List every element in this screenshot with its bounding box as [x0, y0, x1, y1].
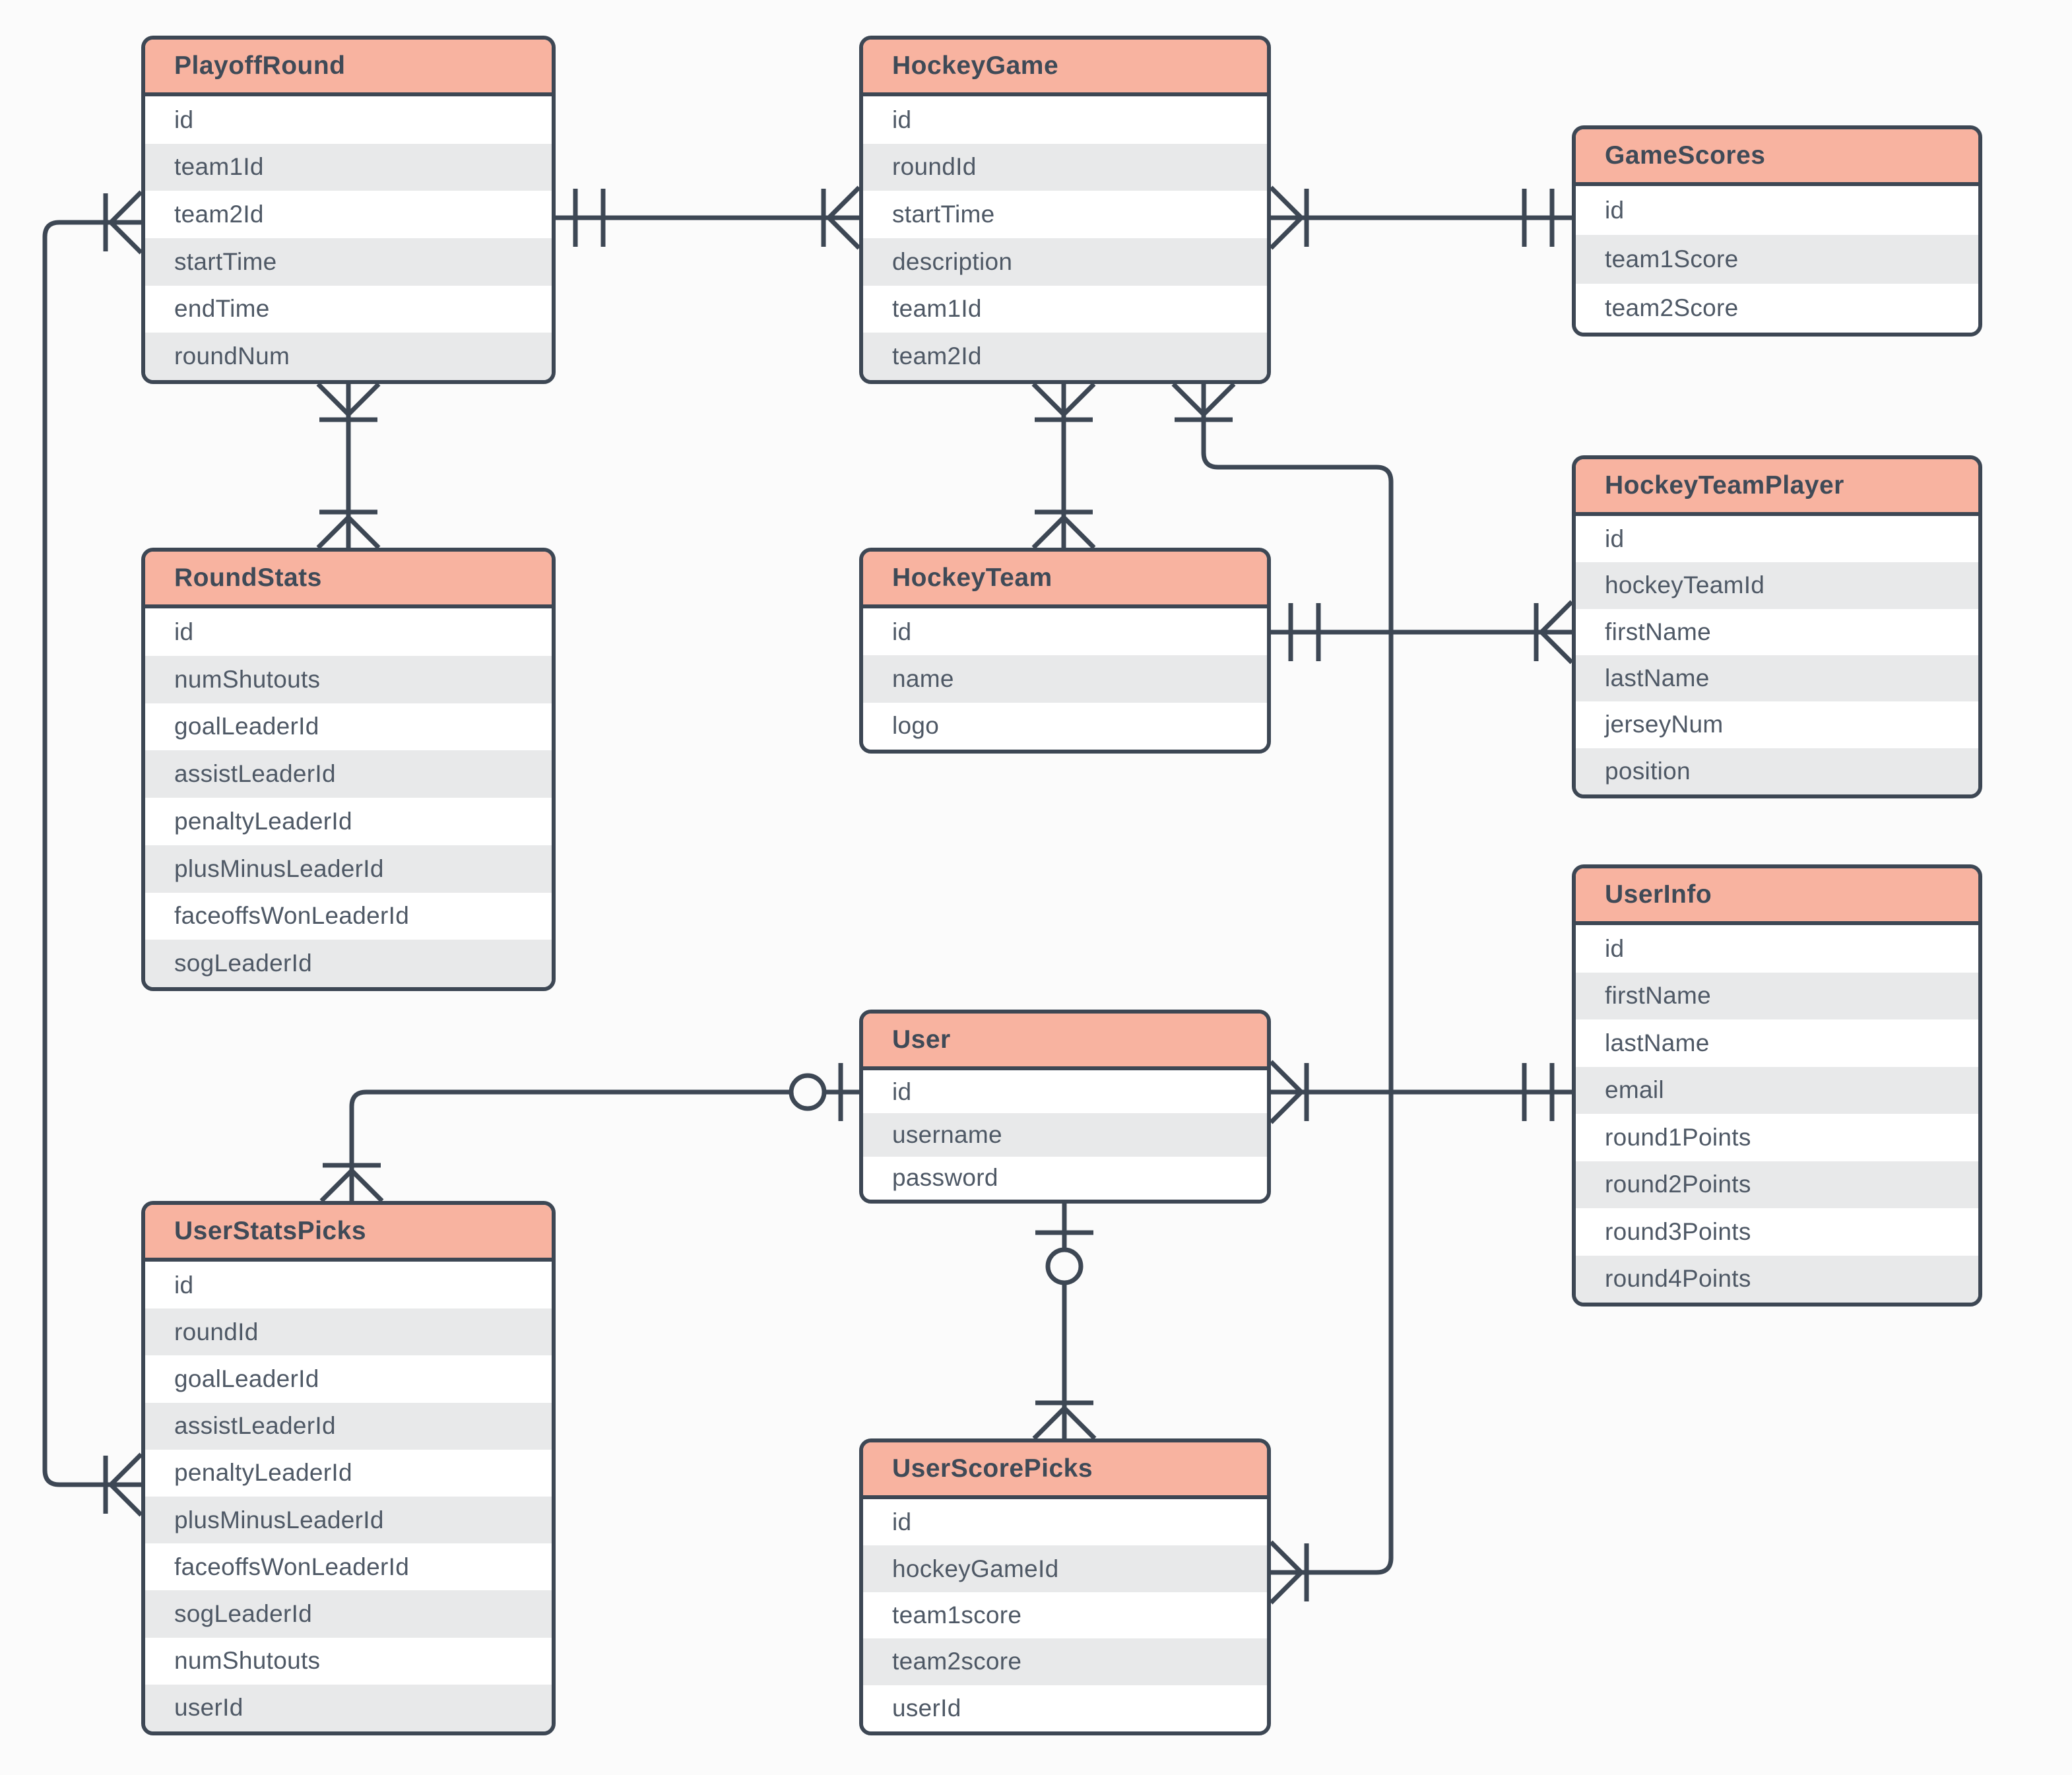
connector-HockeyGame-GameScores	[1269, 185, 1572, 250]
connector-User-UserInfo	[1269, 1060, 1572, 1124]
field-UserScorePicks-team1score: team1score	[863, 1592, 1267, 1639]
field-HockeyTeam-logo: logo	[863, 702, 1267, 750]
field-RoundStats-faceoffsWonLeaderId: faceoffsWonLeaderId	[145, 892, 552, 940]
field-PlayoffRound-team1Id: team1Id	[145, 143, 552, 191]
field-UserInfo-round4Points: round4Points	[1576, 1255, 1978, 1303]
field-UserInfo-round1Points: round1Points	[1576, 1114, 1978, 1161]
entity-header-UserStatsPicks: UserStatsPicks	[145, 1205, 552, 1262]
entity-header-PlayoffRound: PlayoffRound	[145, 40, 552, 96]
entity-header-HockeyTeam: HockeyTeam	[863, 552, 1267, 608]
field-UserStatsPicks-penaltyLeaderId: penaltyLeaderId	[145, 1449, 552, 1497]
connector-User-UserScorePicks	[1032, 1204, 1097, 1440]
connector-HockeyGame-UserScorePicks	[1171, 382, 1394, 1605]
field-GameScores-team2Score: team2Score	[1576, 284, 1978, 333]
connector-PlayoffRound-HockeyGame	[556, 185, 861, 250]
field-RoundStats-numShutouts: numShutouts	[145, 655, 552, 703]
connector-UserStatsPicks-PlayoffRound	[42, 190, 143, 1517]
entity-header-GameScores: GameScores	[1576, 129, 1978, 186]
field-UserScorePicks-hockeyGameId: hockeyGameId	[863, 1545, 1267, 1592]
field-HockeyTeamPlayer-lastName: lastName	[1576, 655, 1978, 702]
field-UserStatsPicks-goalLeaderId: goalLeaderId	[145, 1355, 552, 1403]
entity-header-UserScorePicks: UserScorePicks	[863, 1442, 1267, 1499]
connector-HockeyGame-HockeyTeam	[1031, 382, 1096, 550]
entity-header-UserInfo: UserInfo	[1576, 868, 1978, 925]
field-UserInfo-firstName: firstName	[1576, 972, 1978, 1019]
field-HockeyTeamPlayer-firstName: firstName	[1576, 608, 1978, 655]
field-HockeyTeam-name: name	[863, 655, 1267, 703]
field-GameScores-id: id	[1576, 186, 1978, 235]
field-UserStatsPicks-plusMinusLeaderId: plusMinusLeaderId	[145, 1496, 552, 1544]
field-UserScorePicks-team2score: team2score	[863, 1638, 1267, 1685]
field-HockeyGame-roundId: roundId	[863, 143, 1267, 191]
field-UserScorePicks-userId: userId	[863, 1685, 1267, 1731]
field-RoundStats-penaltyLeaderId: penaltyLeaderId	[145, 798, 552, 845]
field-HockeyGame-id: id	[863, 96, 1267, 144]
field-GameScores-team1Score: team1Score	[1576, 235, 1978, 284]
entity-header-User: User	[863, 1014, 1267, 1070]
field-HockeyGame-description: description	[863, 238, 1267, 286]
entity-header-RoundStats: RoundStats	[145, 552, 552, 608]
field-User-id: id	[863, 1070, 1267, 1114]
field-PlayoffRound-startTime: startTime	[145, 238, 552, 286]
field-HockeyTeamPlayer-hockeyTeamId: hockeyTeamId	[1576, 562, 1978, 609]
field-RoundStats-sogLeaderId: sogLeaderId	[145, 940, 552, 987]
entity-header-HockeyGame: HockeyGame	[863, 40, 1267, 96]
field-UserStatsPicks-numShutouts: numShutouts	[145, 1637, 552, 1685]
field-PlayoffRound-team2Id: team2Id	[145, 191, 552, 238]
field-RoundStats-plusMinusLeaderId: plusMinusLeaderId	[145, 845, 552, 893]
field-HockeyTeamPlayer-position: position	[1576, 748, 1978, 794]
field-UserInfo-lastName: lastName	[1576, 1019, 1978, 1067]
field-HockeyTeam-id: id	[863, 608, 1267, 656]
field-User-password: password	[863, 1156, 1267, 1200]
field-UserStatsPicks-roundId: roundId	[145, 1308, 552, 1356]
field-PlayoffRound-endTime: endTime	[145, 285, 552, 333]
field-HockeyGame-team1Id: team1Id	[863, 285, 1267, 333]
field-PlayoffRound-roundNum: roundNum	[145, 333, 552, 380]
field-UserInfo-round2Points: round2Points	[1576, 1161, 1978, 1208]
field-RoundStats-id: id	[145, 608, 552, 656]
connector-User-UserStatsPicks	[319, 1063, 859, 1203]
field-HockeyTeamPlayer-jerseyNum: jerseyNum	[1576, 701, 1978, 748]
field-RoundStats-goalLeaderId: goalLeaderId	[145, 703, 552, 751]
field-UserStatsPicks-id: id	[145, 1262, 552, 1309]
field-UserStatsPicks-faceoffsWonLeaderId: faceoffsWonLeaderId	[145, 1543, 552, 1591]
entity-header-HockeyTeamPlayer: HockeyTeamPlayer	[1576, 459, 1978, 516]
field-UserInfo-round3Points: round3Points	[1576, 1208, 1978, 1256]
field-UserStatsPicks-assistLeaderId: assistLeaderId	[145, 1402, 552, 1450]
field-RoundStats-assistLeaderId: assistLeaderId	[145, 750, 552, 798]
field-HockeyGame-team2Id: team2Id	[863, 333, 1267, 380]
field-User-username: username	[863, 1113, 1267, 1157]
field-UserInfo-id: id	[1576, 925, 1978, 973]
field-UserStatsPicks-sogLeaderId: sogLeaderId	[145, 1590, 552, 1638]
connector-HockeyTeam-HockeyTeamPlayer	[1271, 600, 1574, 664]
field-UserInfo-email: email	[1576, 1066, 1978, 1114]
field-UserStatsPicks-userId: userId	[145, 1684, 552, 1731]
field-UserScorePicks-id: id	[863, 1499, 1267, 1546]
field-HockeyTeamPlayer-id: id	[1576, 516, 1978, 563]
connector-PlayoffRound-RoundStats	[316, 382, 381, 550]
field-HockeyGame-startTime: startTime	[863, 191, 1267, 238]
field-PlayoffRound-id: id	[145, 96, 552, 144]
